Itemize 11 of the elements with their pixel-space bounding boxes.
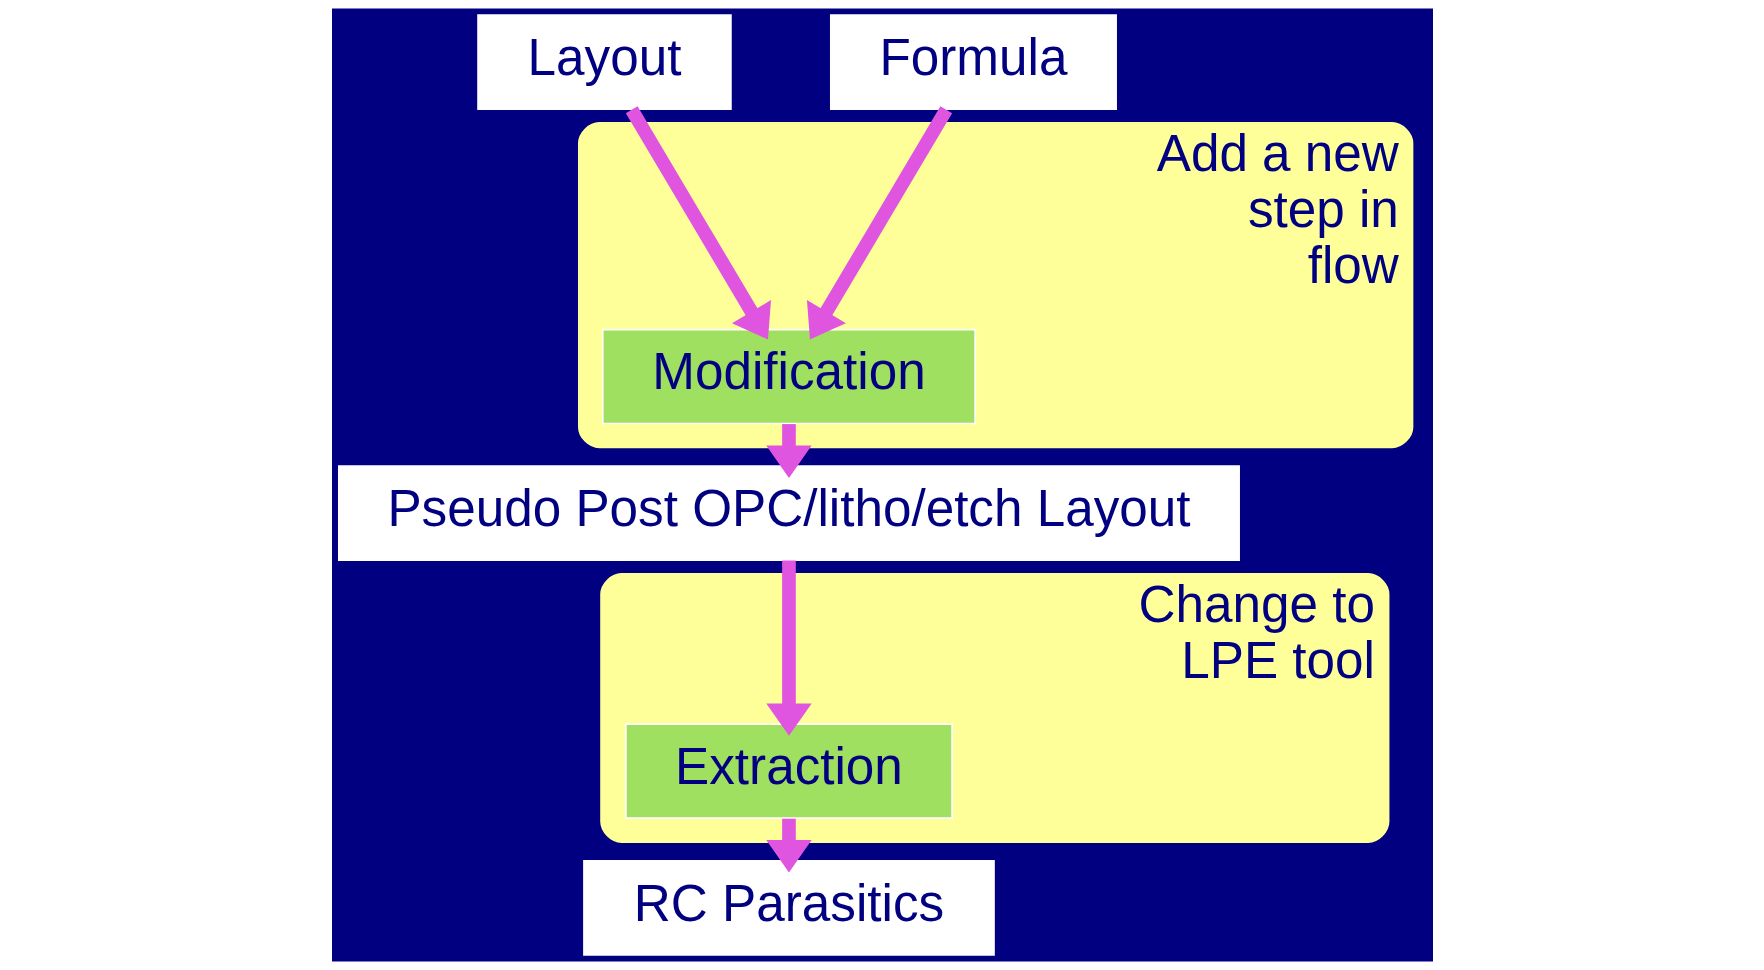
node-box: Modification (601, 328, 976, 425)
arrow (765, 424, 812, 478)
node-box: Pseudo Post OPC/litho/etch Layout (337, 465, 1240, 562)
node-box: RC Parasitics (582, 859, 995, 956)
arrow (765, 560, 812, 736)
arrow (806, 106, 952, 340)
arrow (625, 106, 771, 340)
node-box: Formula (829, 14, 1117, 111)
arrow (765, 818, 812, 873)
node-box: Extraction (624, 723, 953, 819)
node-box: Layout (476, 14, 732, 111)
